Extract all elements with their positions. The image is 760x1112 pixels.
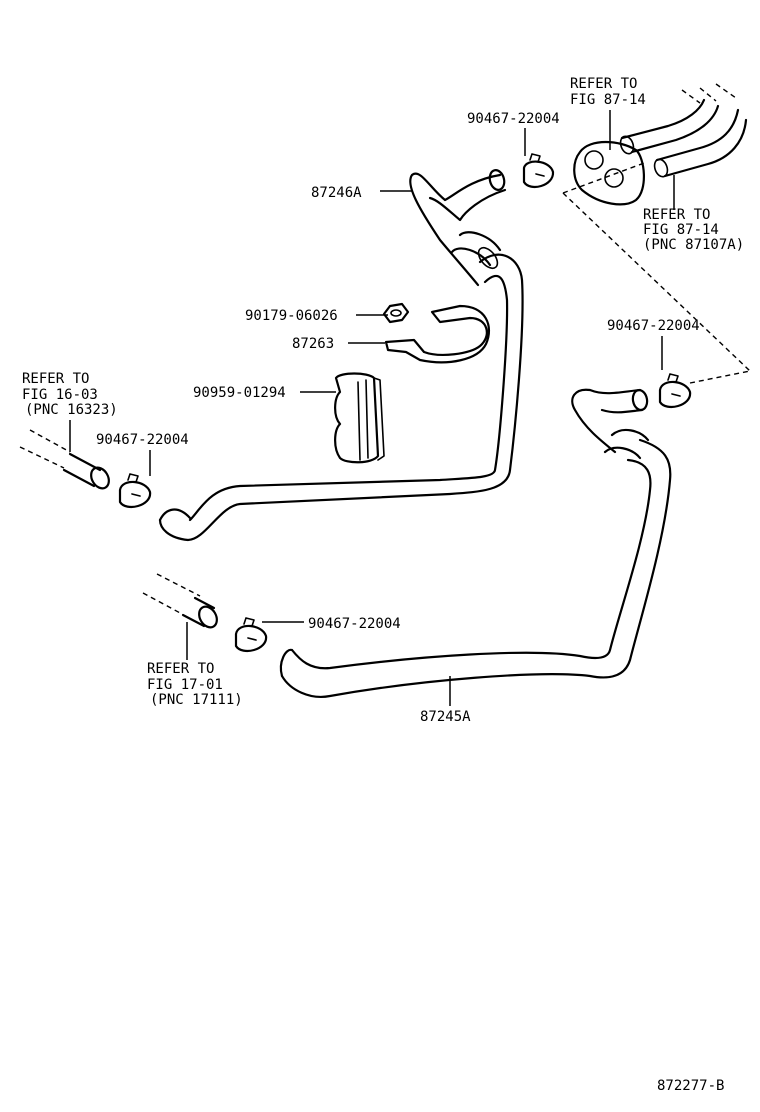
- hose-part-number-87245a: 87245A: [420, 709, 471, 725]
- refer-fig-17-01-line1: REFER TO: [147, 661, 214, 677]
- refer-fig-87-14-pnc-line2: FIG 87-14: [643, 222, 719, 238]
- refer-fig-87-14-pnc-line3: (PNC 87107A): [643, 237, 744, 253]
- heater-pipe-seal-plate: [573, 98, 748, 206]
- figure-code: 872277-B: [657, 1078, 724, 1094]
- nut-part-number: 90179-06026: [245, 308, 338, 324]
- clamp-part-number-top: 90467-22004: [467, 111, 560, 127]
- bracket-part-number: 87263: [292, 336, 334, 352]
- clip-90959: [334, 372, 385, 464]
- pipe-left-upper: [62, 452, 110, 490]
- dashed-reference-lines: [19, 83, 751, 615]
- clamp-part-number-left: 90467-22004: [96, 432, 189, 448]
- clamp-bottom: [234, 617, 268, 653]
- refer-fig-17-01-line2: FIG 17-01: [147, 677, 223, 693]
- clamp-left: [118, 473, 152, 509]
- refer-fig-16-03-line3: (PNC 16323): [25, 402, 118, 418]
- hose-part-number-87246a: 87246A: [311, 185, 362, 201]
- clamp-part-number-bottom: 90467-22004: [308, 616, 401, 632]
- bracket-87263: [384, 304, 491, 364]
- clamp-right: [658, 373, 692, 409]
- pipe-left-lower: [181, 596, 218, 629]
- refer-fig-87-14-pnc-line1: REFER TO: [643, 207, 710, 223]
- refer-fig-87-14-top-line1: REFER TO: [570, 76, 637, 92]
- refer-fig-16-03-line2: FIG 16-03: [22, 387, 98, 403]
- refer-fig-87-14-top-line2: FIG 87-14: [570, 92, 646, 108]
- hose-87245a: [279, 388, 672, 698]
- clip-part-number: 90959-01294: [193, 385, 286, 401]
- nut-90179: [382, 302, 410, 324]
- refer-fig-17-01-line3: (PNC 17111): [150, 692, 243, 708]
- clamp-part-number-right: 90467-22004: [607, 318, 700, 334]
- refer-fig-16-03-line1: REFER TO: [22, 371, 89, 387]
- hose-87246a: [158, 169, 524, 542]
- leader-lines: [69, 110, 675, 706]
- clamp-top: [522, 153, 555, 189]
